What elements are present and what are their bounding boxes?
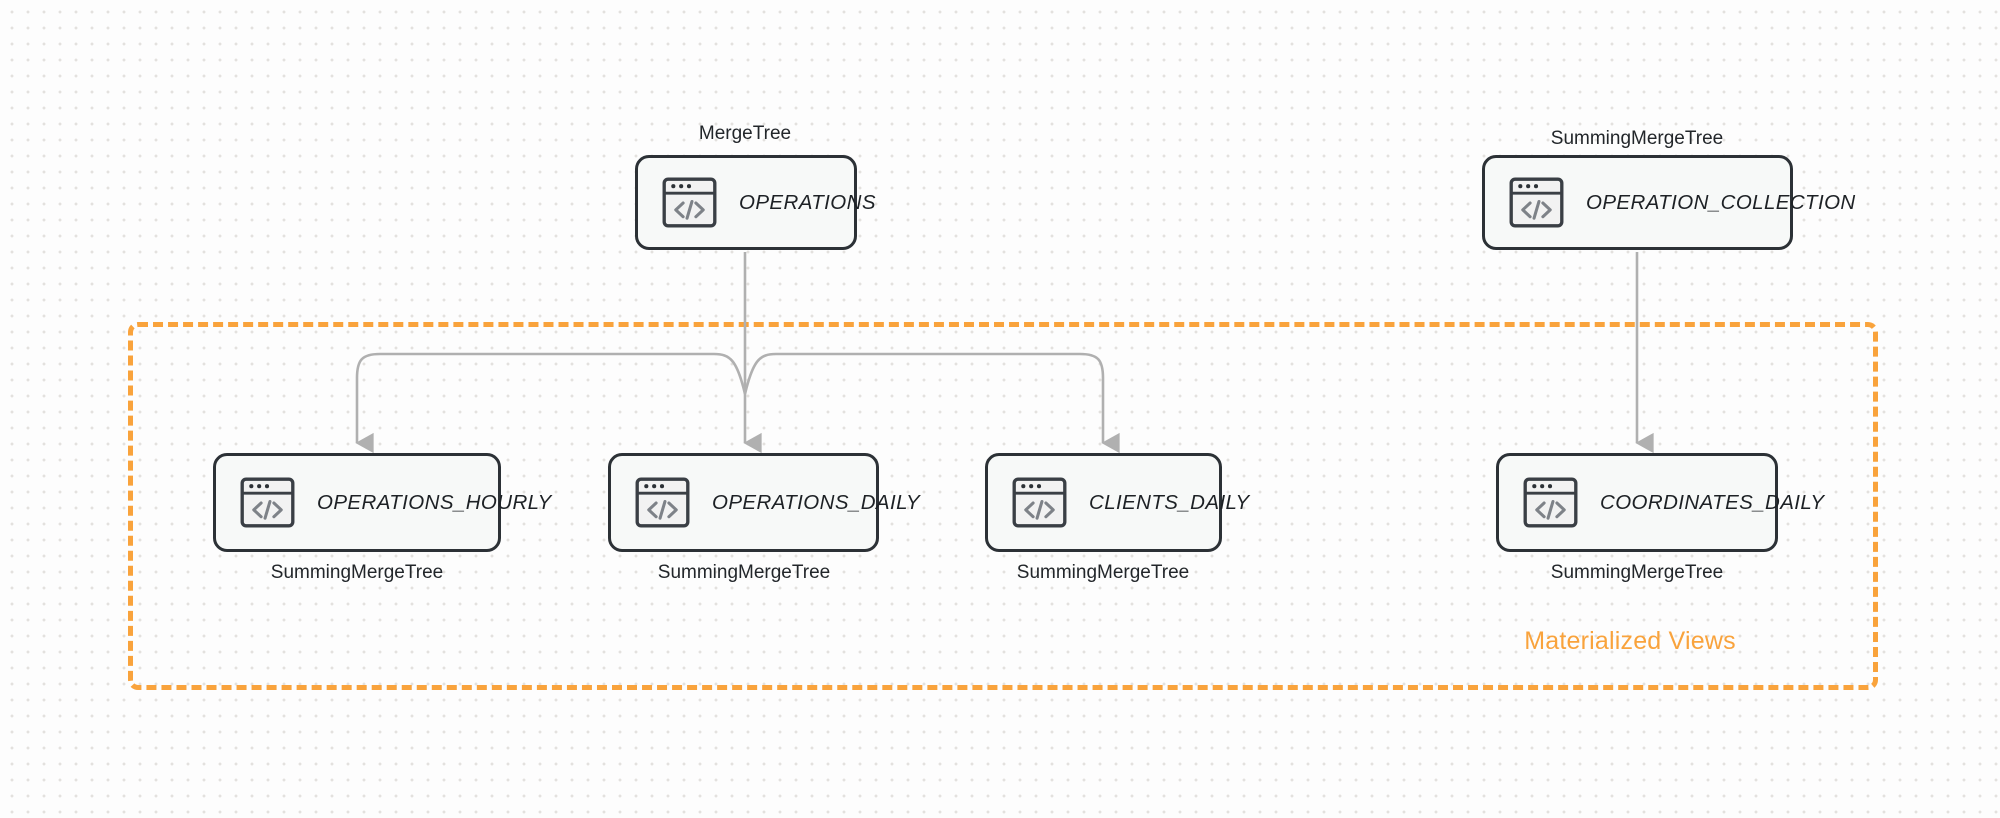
code-window-icon: [662, 177, 717, 228]
caption-coordinates-daily-engine: SummingMergeTree: [1550, 562, 1724, 583]
node-operations-label: OPERATIONS: [739, 190, 876, 214]
node-clients-daily[interactable]: CLIENTS_DAILY: [985, 453, 1249, 552]
node-operation-collection[interactable]: OPERATION_COLLECTION: [1482, 155, 1855, 250]
node-operations-daily[interactable]: OPERATIONS_DAILY: [608, 453, 920, 552]
node-operations-hourly-label: OPERATIONS_HOURLY: [317, 490, 552, 514]
caption-clients-daily-engine: SummingMergeTree: [1016, 562, 1190, 583]
node-operations-hourly[interactable]: OPERATIONS_HOURLY: [213, 453, 551, 552]
caption-operations-daily-engine: SummingMergeTree: [657, 562, 831, 583]
node-clients-daily-label: CLIENTS_DAILY: [1089, 490, 1250, 514]
code-window-icon: [635, 477, 690, 528]
node-operations[interactable]: OPERATIONS: [635, 155, 875, 250]
node-coordinates-daily[interactable]: COORDINATES_DAILY: [1496, 453, 1824, 552]
caption-operation-collection-engine: SummingMergeTree: [1550, 128, 1724, 149]
node-operation-collection-label: OPERATION_COLLECTION: [1586, 190, 1856, 214]
code-window-icon: [1523, 477, 1578, 528]
code-window-icon: [1012, 477, 1067, 528]
materialized-views-group-box: [128, 322, 1878, 690]
code-window-icon: [1509, 177, 1564, 228]
materialized-views-group-label: Materialized Views: [1524, 627, 1736, 655]
code-window-icon: [240, 477, 295, 528]
caption-operations-engine: MergeTree: [698, 123, 792, 144]
node-coordinates-daily-label: COORDINATES_DAILY: [1600, 490, 1825, 514]
node-operations-daily-label: OPERATIONS_DAILY: [712, 490, 921, 514]
caption-operations-hourly-engine: SummingMergeTree: [270, 562, 444, 583]
